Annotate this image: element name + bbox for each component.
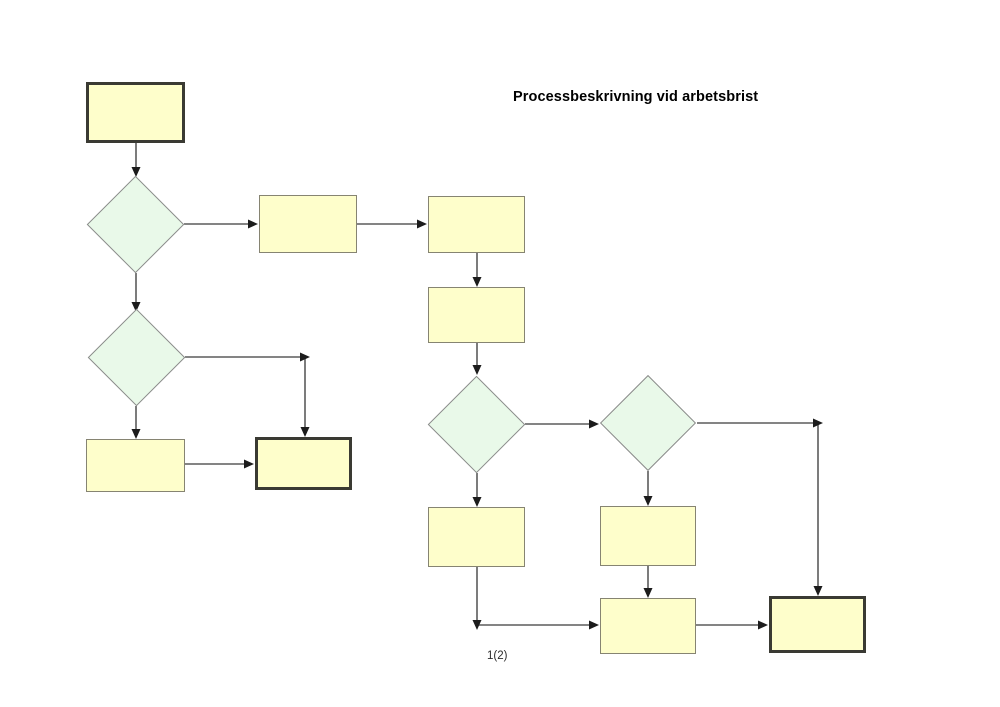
edge-n8-n9 [643, 566, 653, 598]
page-number: 1(2) [487, 650, 508, 662]
node-process-9[interactable] [600, 598, 696, 654]
node-decision-1[interactable] [86, 175, 184, 273]
node-process-3[interactable] [428, 196, 525, 253]
node-decision-2[interactable] [87, 308, 185, 406]
edge-n4-d3 [472, 343, 482, 375]
node-start-process[interactable] [86, 82, 185, 143]
node-process-4[interactable] [428, 287, 525, 343]
node-process-7[interactable] [428, 507, 525, 567]
node-end-process-emphasis[interactable] [769, 596, 866, 653]
page-title: Processbeskrivning vid arbetsbrist [513, 89, 759, 105]
node-process-8[interactable] [600, 506, 696, 566]
edge-d2-n6 [185, 352, 310, 437]
edge-n7-n9 [472, 567, 599, 630]
edge-d1-d2 [131, 273, 141, 312]
edge-d1-n2 [184, 219, 258, 229]
node-process-6-emphasis[interactable] [255, 437, 352, 490]
edge-d4-n8 [643, 471, 653, 506]
node-decision-4[interactable] [599, 374, 697, 472]
edge-d3-n7 [472, 473, 482, 507]
edge-d4-n10 [697, 418, 823, 596]
edge-d3-d4 [525, 419, 599, 429]
edge-n9-n10 [696, 620, 768, 630]
node-decision-3[interactable] [427, 375, 525, 473]
node-process-5[interactable] [86, 439, 185, 492]
edge-n3-n4 [472, 253, 482, 287]
edge-n1-d1 [131, 143, 141, 177]
edge-d2-n5 [131, 406, 141, 439]
edge-n2-n3 [357, 219, 427, 229]
node-process-2[interactable] [259, 195, 357, 253]
edge-n5-n6 [185, 459, 254, 469]
